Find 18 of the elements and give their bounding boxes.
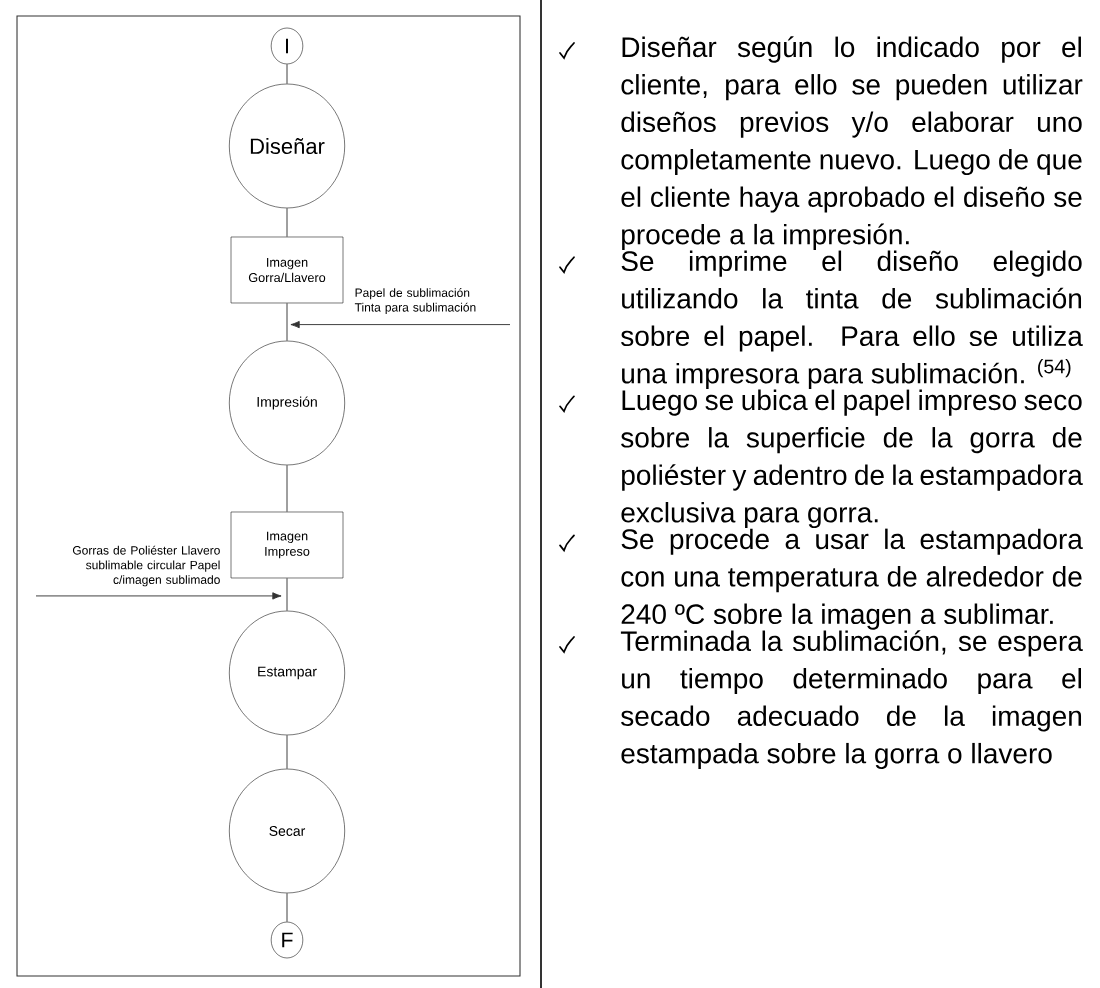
arrow bbox=[290, 320, 511, 329]
connector-line bbox=[286, 464, 288, 513]
connector-line bbox=[286, 302, 288, 342]
input-label: Gorras de Poliéster Llavero sublimable circular Papel c/imagen sublimado bbox=[72, 545, 220, 587]
input-label: Papel de sublimación Tinta para sublimación bbox=[354, 288, 476, 314]
bullet-text: Luego se ubica el papel impreso seco sobre la superficie de la gorra de poliéster y adentro de la estampadora exclusiva para gorra. bbox=[621, 389, 1083, 529]
connector-line bbox=[286, 892, 288, 923]
bullet-text: Terminada la sublimación, se espera un tiempo determinado para el secado adecuado de la imagen estampada sobre la gorra o llavero bbox=[620, 630, 1083, 769]
bullet-text: Diseñar según lo indicado por el cliente, para ello se pueden utilizar diseños previos y/o elaborar uno completamente nuevo. Luego de que el cliente haya aprobado el diseño se procede a la impresión. bbox=[621, 36, 1083, 251]
connector-line bbox=[286, 63, 288, 85]
data-box: Imagen Gorra/Llavero bbox=[230, 236, 344, 304]
bullet-text: Se procede a usar la estampadora con una temperatura de alrededor de 240 ºC sobre la imagen a sublimar. bbox=[621, 528, 1083, 630]
data-box: Imagen Impreso bbox=[230, 511, 344, 579]
connector-line bbox=[286, 734, 288, 770]
arrow bbox=[35, 592, 282, 600]
connector-line bbox=[286, 577, 288, 612]
connector-line bbox=[286, 207, 288, 238]
bullet-text: Se imprime el diseño elegido utilizando la tinta de sublimación sobre el papel. Para ello se utiliza una impresora para sublimación. $^{(54)}$ bbox=[621, 250, 1083, 390]
